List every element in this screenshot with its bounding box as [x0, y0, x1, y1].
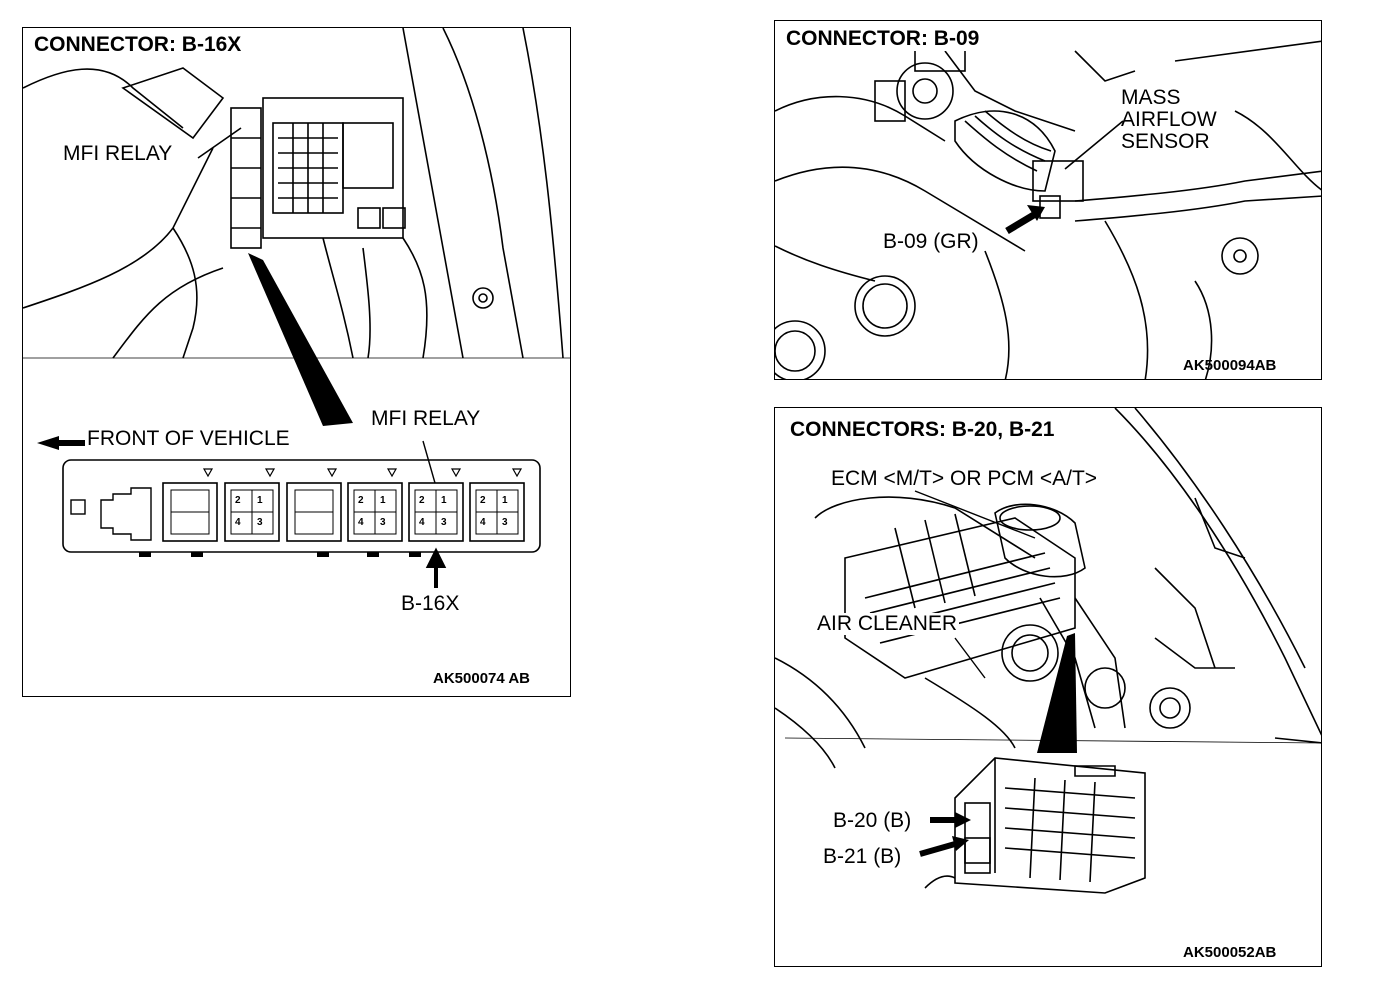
panel-connectors-b20-b21: CONNECTORS: B-20, B-21 ECM <M/T> OR PCM …	[774, 407, 1322, 967]
pin-numbers-socket-4: 2 1 4 3	[354, 490, 396, 534]
pin-4: 4	[480, 517, 486, 528]
pin-1: 1	[502, 495, 508, 506]
pin-4: 4	[235, 517, 241, 528]
panel-connector-b16x: 2 1 4 3 2 1 4 3 2 1 4 3 2 1 4 3 CONNECTO…	[22, 27, 571, 697]
sensor-label-line-1: MASS	[1121, 86, 1181, 109]
panel-title: CONNECTOR: B-16X	[31, 33, 245, 57]
pin-numbers-socket-6: 2 1 4 3	[476, 490, 518, 534]
mass-airflow-sensor-label: MASS AIRFLOW SENSOR	[1119, 86, 1219, 154]
connector-b09-label: B-09 (GR)	[883, 230, 979, 253]
pin-4: 4	[358, 517, 364, 528]
mfi-relay-label-top: MFI RELAY	[61, 142, 175, 166]
sensor-label-line-3: SENSOR	[1121, 130, 1210, 154]
pin-3: 3	[441, 517, 447, 528]
mass-airflow-sensor-illustration	[775, 40, 1321, 379]
ecm-pcm-location-illustration	[775, 408, 1321, 894]
sensor-label-line-2: AIRFLOW	[1121, 108, 1217, 132]
panel-connector-b09: CONNECTOR: B-09 MASS AIRFLOW SENSOR B-09…	[774, 20, 1322, 380]
pin-2: 2	[419, 495, 425, 506]
figure-code: AK500052AB	[1183, 944, 1277, 961]
front-of-vehicle-label: FRONT OF VEHICLE	[87, 427, 290, 450]
pin-numbers-socket-5: 2 1 4 3	[415, 490, 457, 534]
pin-3: 3	[257, 517, 263, 528]
pin-4: 4	[419, 517, 425, 528]
pin-1: 1	[257, 495, 263, 506]
connector-b21-label: B-21 (B)	[823, 845, 902, 868]
pin-1: 1	[441, 495, 447, 506]
panel-title: CONNECTORS: B-20, B-21	[787, 418, 1058, 442]
air-cleaner-label: AIR CLEANER	[815, 612, 960, 636]
pin-numbers-socket-2: 2 1 4 3	[231, 490, 273, 534]
mfi-relay-label-detail: MFI RELAY	[369, 407, 483, 431]
pin-2: 2	[358, 495, 364, 506]
connector-b20-label: B-20 (B)	[833, 809, 912, 832]
engine-bay-relay-box-illustration	[23, 28, 570, 588]
panel-title: CONNECTOR: B-09	[783, 27, 983, 51]
figure-code: AK500074 AB	[433, 670, 530, 687]
pin-1: 1	[380, 495, 386, 506]
figure-code: AK500094AB	[1183, 357, 1277, 374]
pin-3: 3	[380, 517, 386, 528]
pin-3: 3	[502, 517, 508, 528]
pin-2: 2	[480, 495, 486, 506]
pin-2: 2	[235, 495, 241, 506]
connector-b16x-label: B-16X	[399, 592, 462, 616]
ecm-pcm-label: ECM <M/T> OR PCM <A/T>	[829, 467, 1100, 491]
